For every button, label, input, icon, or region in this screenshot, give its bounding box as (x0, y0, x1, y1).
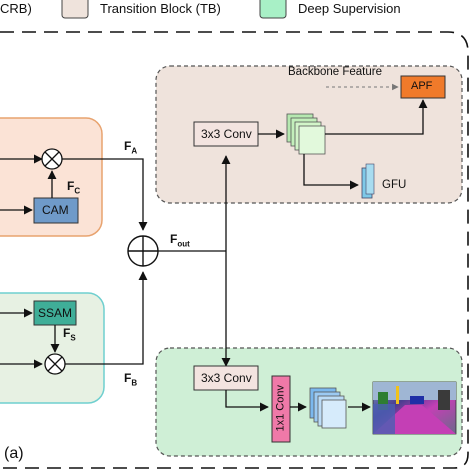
fout-symbol: Fout (170, 232, 190, 249)
legend-crb-label: CRB) (0, 1, 32, 16)
gfu-label: GFU (382, 179, 407, 191)
segmentation-output-image (372, 381, 457, 435)
fs-symbol: FS (63, 326, 76, 343)
cam-block (33, 197, 79, 224)
backbone-feature-label: Backbone Feature (288, 66, 382, 78)
ssam-label: SSAM (38, 306, 73, 320)
legend-tb-swatch (61, 0, 89, 19)
legend-tb-label: Transition Block (TB) (100, 1, 221, 16)
legend-ds-label: Deep Supervision (298, 1, 401, 16)
panel-label: (a) (4, 445, 24, 462)
legend-ds-swatch (259, 0, 287, 19)
ssam-block (33, 300, 77, 326)
ds-conv3x3-label: 3x3 Conv (201, 371, 252, 385)
fa-symbol: FA (124, 139, 138, 156)
gfu-bar (361, 163, 375, 199)
tb-conv3x3-label: 3x3 Conv (201, 127, 252, 141)
cam-label: CAM (42, 203, 69, 217)
ds-feature-stack (309, 387, 347, 429)
ds-conv1x1-label: 1x1 Conv (274, 385, 287, 432)
fc-symbol: FC (67, 179, 81, 196)
tb-feature-stack (286, 113, 326, 155)
fb-symbol: FB (124, 371, 138, 388)
apf-block (400, 75, 446, 99)
tb-conv3x3-block (193, 121, 259, 147)
apf-label: APF (411, 80, 433, 92)
ds-conv3x3-block (193, 365, 259, 391)
ds-conv1x1-block (271, 375, 291, 443)
